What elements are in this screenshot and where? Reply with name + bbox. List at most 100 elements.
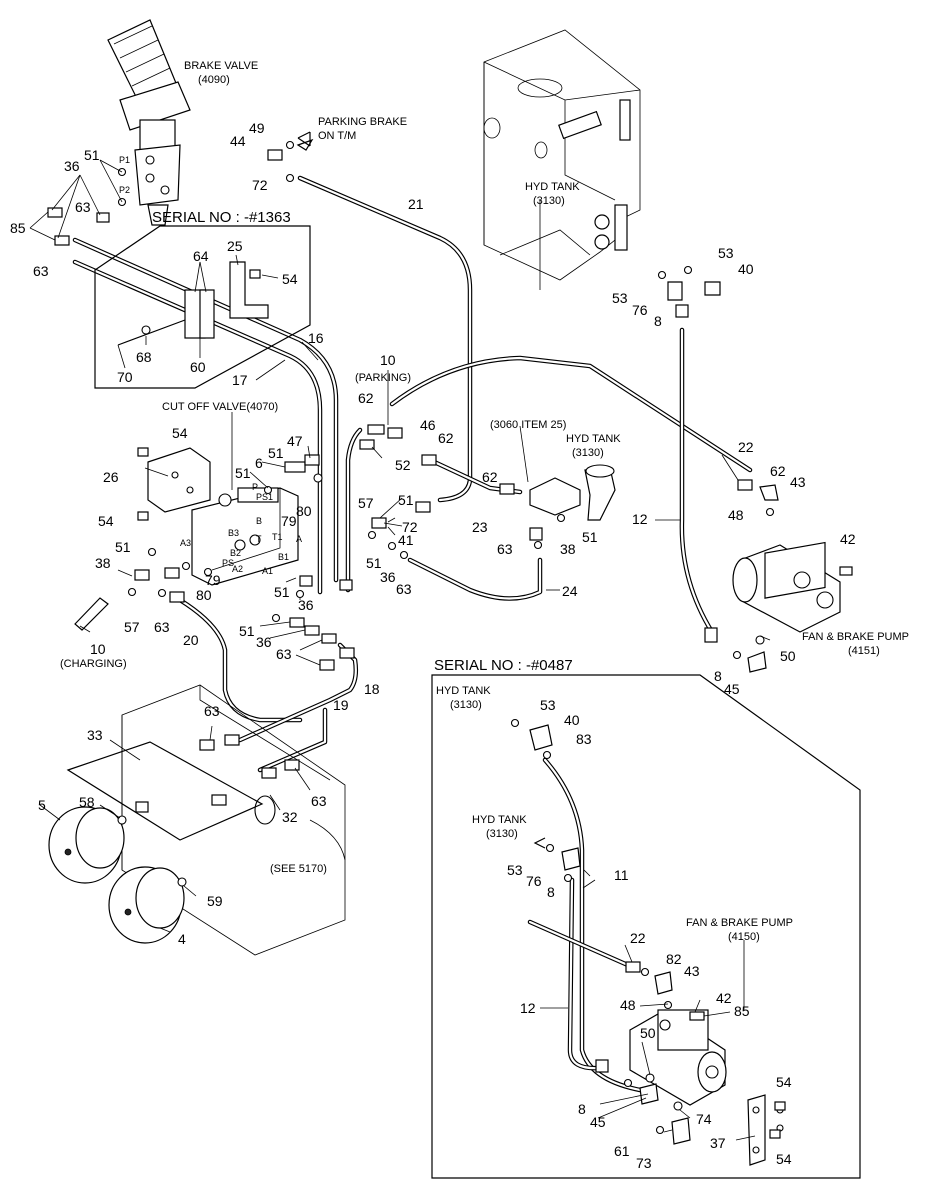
hyd-tank-small-caption-line1: HYD TANK [566, 433, 621, 445]
part-num: 45 [590, 1114, 606, 1130]
part-num: 62 [770, 463, 786, 479]
bracket-26 [147, 447, 211, 513]
port-a: A [296, 534, 302, 544]
port-p: P [252, 482, 258, 492]
part-num: 4 [178, 931, 186, 947]
parking-caption: (PARKING) [355, 372, 411, 384]
part-num: 73 [636, 1155, 652, 1171]
part-num: 76 [632, 302, 648, 318]
parking-brake-caption-line2: ON T/M [318, 130, 356, 142]
part-num: 62 [358, 390, 374, 406]
part-num: 63 [204, 703, 220, 719]
inset-hyd-tank-top-line2: (3130) [450, 699, 482, 711]
charging-caption: (CHARGING) [60, 658, 127, 670]
plate-33 [66, 741, 264, 841]
port-t: T [256, 534, 262, 544]
port-b2: B2 [230, 548, 241, 558]
part-num: 51 [84, 147, 100, 163]
part-num: 12 [520, 1000, 536, 1016]
hyd-tank-small-caption-line2: (3130) [572, 447, 604, 459]
part-num: 74 [696, 1111, 712, 1127]
part-num: 5 [38, 797, 46, 813]
inset-bracket-37 [747, 1094, 766, 1166]
part-num: 36 [64, 158, 80, 174]
part-num: 11 [614, 867, 629, 883]
port-b1: B1 [278, 552, 289, 562]
part-num: 38 [95, 555, 111, 571]
port-b3: B3 [228, 528, 239, 538]
inset-pump-4150 [629, 1009, 727, 1106]
part-num: 40 [564, 712, 580, 728]
port-t1: T1 [272, 532, 283, 542]
part-num: 32 [282, 809, 298, 825]
part-num: 12 [632, 511, 648, 527]
part-num: 54 [776, 1151, 792, 1167]
port-a2: A2 [232, 564, 243, 574]
port-labels: P1 P2 P PS1 PS A3 B3 B T T1 B2 A2 A1 B1 … [119, 155, 302, 576]
port-a1: A1 [262, 566, 273, 576]
part-num: 61 [614, 1143, 630, 1159]
part-num: 51 [239, 623, 255, 639]
inset-fan-brake-pump-line2: (4150) [728, 931, 760, 943]
part-num: 25 [227, 238, 243, 254]
part-num: 63 [75, 199, 91, 215]
part-num: 16 [308, 330, 324, 346]
part-num: 48 [728, 507, 744, 523]
part-num: 36 [380, 569, 396, 585]
parking-brake-caption-line1: PARKING BRAKE [318, 116, 407, 128]
part-num: 51 [366, 555, 382, 571]
inset-hyd-tank-mid-line1: HYD TANK [472, 814, 527, 826]
part-num: 8 [654, 313, 662, 329]
brake-valve-drawing [107, 19, 191, 226]
part-num: 82 [666, 951, 682, 967]
part-num: 64 [193, 248, 209, 264]
hyd-tank-caption-line2: (3130) [533, 195, 565, 207]
part-num: 85 [734, 1003, 750, 1019]
part-num: 63 [311, 793, 327, 809]
hyd-tank-3060-valve [529, 464, 616, 521]
part-num: 79 [281, 513, 297, 529]
part-num: 41 [398, 532, 414, 548]
serial-lower-label: SERIAL NO : -#0487 [434, 657, 573, 674]
arrow-hyd-tank-icon [533, 837, 546, 849]
part-num: 22 [738, 439, 754, 455]
part-num: 48 [620, 997, 636, 1013]
cut-off-valve-drawing [191, 487, 299, 586]
part-num: 51 [398, 492, 414, 508]
arrow-parking-brake-icon [297, 131, 311, 147]
part-num: 62 [438, 430, 454, 446]
item-3060-caption: (3060 ITEM 25) [490, 419, 566, 431]
clamp-assembly [117, 261, 269, 346]
brake-valve-caption-line1: BRAKE VALVE [184, 60, 258, 72]
part-num: 8 [547, 884, 555, 900]
part-num: 68 [136, 349, 152, 365]
part-num: 37 [710, 1135, 726, 1151]
part-numbers: 51 36 63 85 63 44 49 72 21 64 25 54 68 7… [10, 120, 856, 1171]
port-b: B [256, 516, 262, 526]
part-num: 53 [540, 697, 556, 713]
part-num: 63 [396, 581, 412, 597]
cut-off-valve-caption: CUT OFF VALVE(4070) [162, 401, 278, 413]
part-num: 57 [358, 495, 374, 511]
part-num: 20 [183, 632, 199, 648]
part-num: 50 [640, 1025, 656, 1041]
part-num: 53 [507, 862, 523, 878]
part-num: 46 [420, 417, 436, 433]
part-num: 53 [612, 290, 628, 306]
part-num: 23 [472, 519, 488, 535]
part-num: 53 [718, 245, 734, 261]
hose-lines [72, 175, 753, 1093]
port-a3: A3 [180, 538, 191, 548]
fittings [47, 138, 853, 1145]
part-num: 72 [402, 519, 418, 535]
port-p2: P2 [119, 185, 130, 195]
part-num: 45 [724, 681, 740, 697]
part-num: 62 [482, 469, 498, 485]
part-num: 54 [776, 1074, 792, 1090]
port-ps1: PS1 [256, 492, 273, 502]
part-num: 58 [79, 794, 95, 810]
part-num: 24 [562, 583, 578, 599]
part-num: 17 [232, 372, 248, 388]
